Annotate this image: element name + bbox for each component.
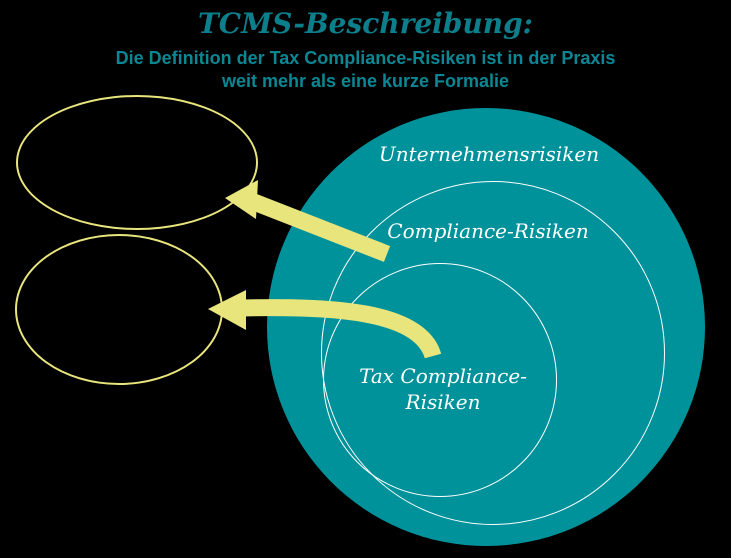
inner-circle-tax-compliance-risiken	[323, 263, 557, 497]
page-title: TCMS-Beschreibung:	[197, 7, 534, 40]
page-subtitle-line2: weit mehr als eine kurze Formalie	[221, 70, 510, 91]
middle-circle-label: Compliance-Risiken	[387, 219, 589, 243]
annotation-ellipse-bottom	[15, 234, 223, 385]
inner-circle-label-line1: Tax Compliance-	[359, 364, 527, 388]
page-subtitle-line1: Die Definition der Tax Compliance-Risike…	[115, 48, 616, 68]
page-subtitle: Die Definition der Tax Compliance-Risike…	[0, 47, 731, 92]
annotation-ellipse-top	[16, 95, 258, 230]
outer-circle-label: Unternehmensrisiken	[378, 142, 600, 166]
inner-circle-label-line2: Risiken	[405, 390, 481, 414]
inner-circle-label: Tax Compliance- Risiken	[359, 363, 527, 415]
